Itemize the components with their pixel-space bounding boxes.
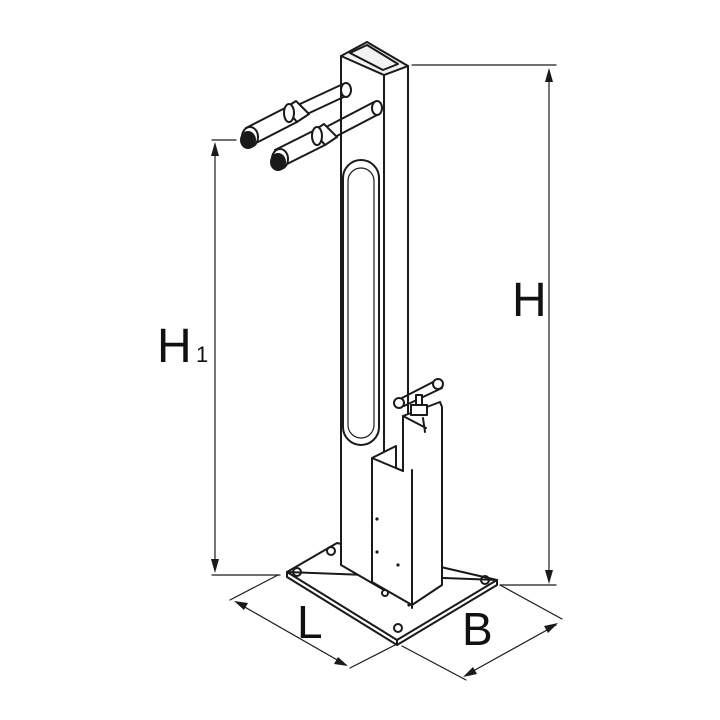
tool-hangers [240,82,383,171]
mount-hole-icon [393,623,403,633]
width-label: B [462,603,493,655]
height-label: H [512,274,547,327]
tool-peg-lower [270,100,383,171]
arrow-right-icon [334,657,348,666]
length-dimension-line [235,601,347,666]
tool-peg-upper [240,82,352,149]
arrow-up-icon [211,142,219,156]
mount-hole-icon [292,567,302,577]
pump-height-subscript: 1 [196,342,208,367]
arrow-down-icon [545,570,553,584]
pump-housing [371,378,444,609]
arrow-left-icon [234,601,248,610]
mount-hole-icon [326,546,336,556]
arrow-up-icon [545,68,553,82]
width-dimension-line [465,624,557,676]
mount-hole-icon [480,575,490,585]
display-slot [342,159,380,446]
arrow-down-icon [211,559,219,573]
arrow-left-icon [463,667,477,677]
dimension-lines: H H 1 L B [157,64,563,681]
arrow-right-icon [544,623,558,633]
pump-handle [393,378,444,433]
pump-height-label: H [157,320,192,373]
length-label: L [297,596,323,648]
